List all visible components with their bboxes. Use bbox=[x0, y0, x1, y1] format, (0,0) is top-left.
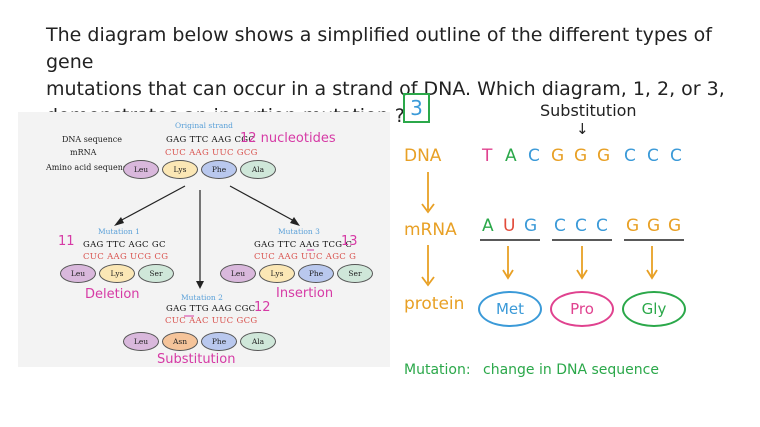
mutation-2-note: Substitution bbox=[157, 352, 236, 367]
substitution-label: Substitution bbox=[540, 101, 637, 120]
protein-pro: Pro bbox=[550, 291, 614, 327]
amino-oval-m1-3: Ser bbox=[138, 264, 174, 283]
mutation-3-title: Mutation 3 bbox=[278, 227, 320, 236]
dna-letter-9: C bbox=[670, 146, 682, 166]
mutation-3-mrna: CUC AAG UUC AGC G bbox=[254, 252, 357, 262]
amino-oval-m1-2: Lys bbox=[99, 264, 135, 283]
codon-3-base-2: G bbox=[647, 216, 661, 236]
amino-oval-original-1: Leu bbox=[123, 160, 159, 179]
amino-acid-sequence-label: Amino acid sequence bbox=[46, 163, 133, 172]
amino-oval-m1-1: Leu bbox=[60, 264, 96, 283]
original-strand-title: Original strand bbox=[175, 121, 233, 130]
mrna-row-label: mRNA bbox=[404, 220, 457, 240]
question-line-2: mutations that can occur in a strand of … bbox=[46, 78, 725, 100]
mutation-definition-label: Mutation: bbox=[404, 362, 471, 378]
protein-label: protein bbox=[404, 294, 465, 314]
codon-3-base-1: G bbox=[626, 216, 640, 236]
mutation-1-count: 11 bbox=[58, 234, 75, 249]
dna-letter-6: G bbox=[597, 146, 611, 166]
mutation-2-dna: GAG TTG AAG CGC bbox=[166, 304, 256, 314]
dna-letter-8: C bbox=[647, 146, 659, 166]
question-mark: ? bbox=[394, 105, 405, 127]
codon-3-base-3: G bbox=[668, 216, 682, 236]
mutation-3-dna: GAG TTC AAG TCG C bbox=[254, 240, 353, 250]
mutation-1-note: Deletion bbox=[85, 287, 140, 302]
dna-letter-1: T bbox=[482, 146, 493, 166]
mutation-2-title: Mutation 2 bbox=[181, 293, 223, 302]
dna-letter-5: G bbox=[574, 146, 588, 166]
dna-letter-2: A bbox=[505, 146, 517, 166]
amino-oval-m3-4: Ser bbox=[337, 264, 373, 283]
codon-1-base-3: G bbox=[524, 216, 538, 236]
codon-2-base-2: C bbox=[575, 216, 587, 236]
amino-oval-m2-4: Ala bbox=[240, 332, 276, 351]
mutation-3-note: Insertion bbox=[276, 286, 334, 301]
codon-1-base-2: U bbox=[503, 216, 516, 236]
amino-oval-m2-3: Phe bbox=[201, 332, 237, 351]
mutation-definition-text: change in DNA sequence bbox=[483, 362, 659, 378]
amino-oval-m2-1: Leu bbox=[123, 332, 159, 351]
original-mrna-sequence: CUC AAG UUC GCG bbox=[165, 148, 258, 158]
original-dna-sequence: GAG TTC AAG CGC bbox=[166, 135, 256, 145]
amino-oval-original-4: Ala bbox=[240, 160, 276, 179]
dna-label: DNA bbox=[404, 146, 442, 166]
mutation-2-count: 12 bbox=[254, 300, 271, 315]
protein-gly: Gly bbox=[622, 291, 686, 327]
amino-oval-m3-1: Leu bbox=[220, 264, 256, 283]
protein-met: Met bbox=[478, 291, 542, 327]
mutation-diagram-panel bbox=[18, 112, 390, 367]
answer-number-box: 3 bbox=[403, 93, 430, 123]
amino-oval-m2-2: Asn bbox=[162, 332, 198, 351]
mutation-1-title: Mutation 1 bbox=[98, 227, 140, 236]
mutation-1-dna: GAG TTC AGC GC bbox=[83, 240, 166, 250]
amino-oval-original-2: Lys bbox=[162, 160, 198, 179]
mrna-label: mRNA bbox=[70, 148, 97, 157]
mutation-2-mrna: CUC AAC UUC GCG bbox=[165, 316, 258, 326]
dna-letter-3: C bbox=[528, 146, 540, 166]
amino-oval-original-3: Phe bbox=[201, 160, 237, 179]
codon-1-base-1: A bbox=[482, 216, 494, 236]
amino-oval-m3-3: Phe bbox=[298, 264, 334, 283]
mutation-3-count: 13 bbox=[341, 234, 358, 249]
dna-letter-7: C bbox=[624, 146, 636, 166]
nucleotide-count-note: 12 nucleotides bbox=[240, 131, 336, 146]
amino-oval-m3-2: Lys bbox=[259, 264, 295, 283]
question-line-1: The diagram below shows a simplified out… bbox=[46, 24, 712, 73]
dna-letter-4: G bbox=[551, 146, 565, 166]
dna-sequence-label: DNA sequence bbox=[62, 135, 122, 144]
mutation-1-mrna: CUC AAG UCG CG bbox=[83, 252, 169, 262]
mutation-definition: Mutation: change in DNA sequence bbox=[404, 362, 659, 378]
codon-2-base-1: C bbox=[554, 216, 566, 236]
codon-2-base-3: C bbox=[596, 216, 608, 236]
substitution-arrow: ↓ bbox=[576, 120, 589, 138]
